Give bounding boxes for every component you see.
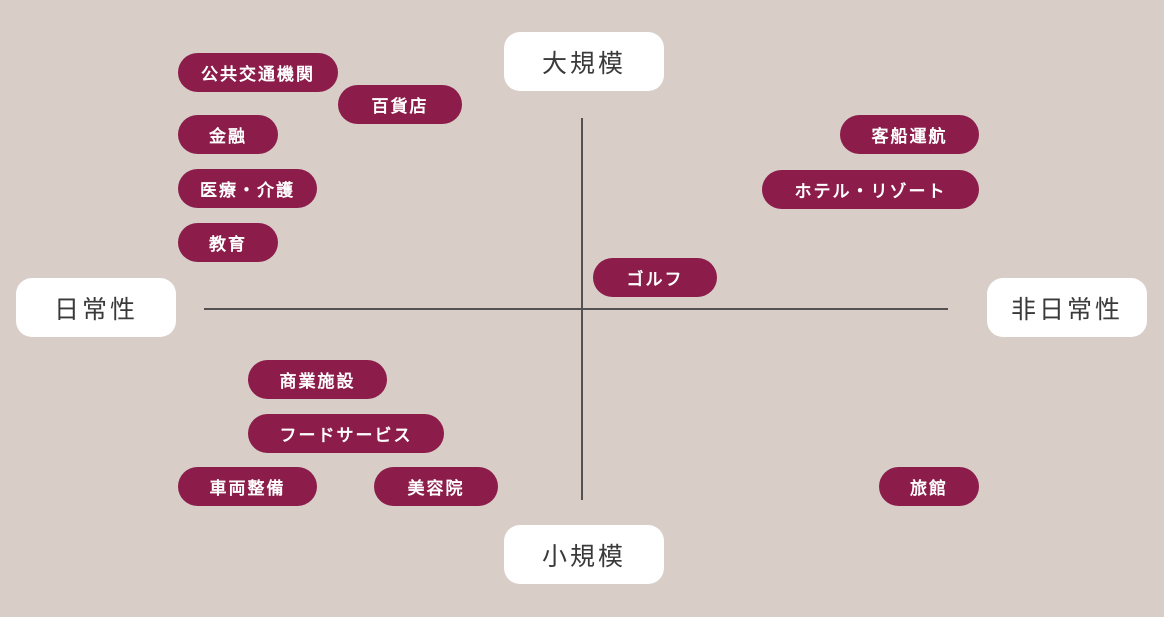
pill-beauty-salon: 美容院 bbox=[374, 467, 498, 506]
pill-golf: ゴルフ bbox=[593, 258, 717, 297]
pill-hotel-resort: ホテル・リゾート bbox=[762, 170, 979, 209]
pill-public-transport: 公共交通機関 bbox=[178, 53, 338, 92]
pill-education: 教育 bbox=[178, 223, 278, 262]
pill-cruise-operation: 客船運航 bbox=[840, 115, 979, 154]
horizontal-axis-line bbox=[204, 308, 948, 310]
pill-ryokan: 旅館 bbox=[879, 467, 979, 506]
pill-medical-care: 医療・介護 bbox=[178, 169, 317, 208]
pill-vehicle-maintenance: 車両整備 bbox=[178, 467, 317, 506]
axis-label-top: 大規模 bbox=[504, 32, 664, 91]
axis-label-bottom: 小規模 bbox=[504, 525, 664, 584]
axis-label-left: 日常性 bbox=[16, 278, 176, 337]
pill-commercial-facility: 商業施設 bbox=[248, 360, 387, 399]
pill-finance: 金融 bbox=[178, 115, 278, 154]
vertical-axis-line bbox=[581, 118, 583, 500]
pill-department-store: 百貨店 bbox=[338, 85, 462, 124]
pill-food-service: フードサービス bbox=[248, 414, 444, 453]
axis-label-right: 非日常性 bbox=[987, 278, 1147, 337]
